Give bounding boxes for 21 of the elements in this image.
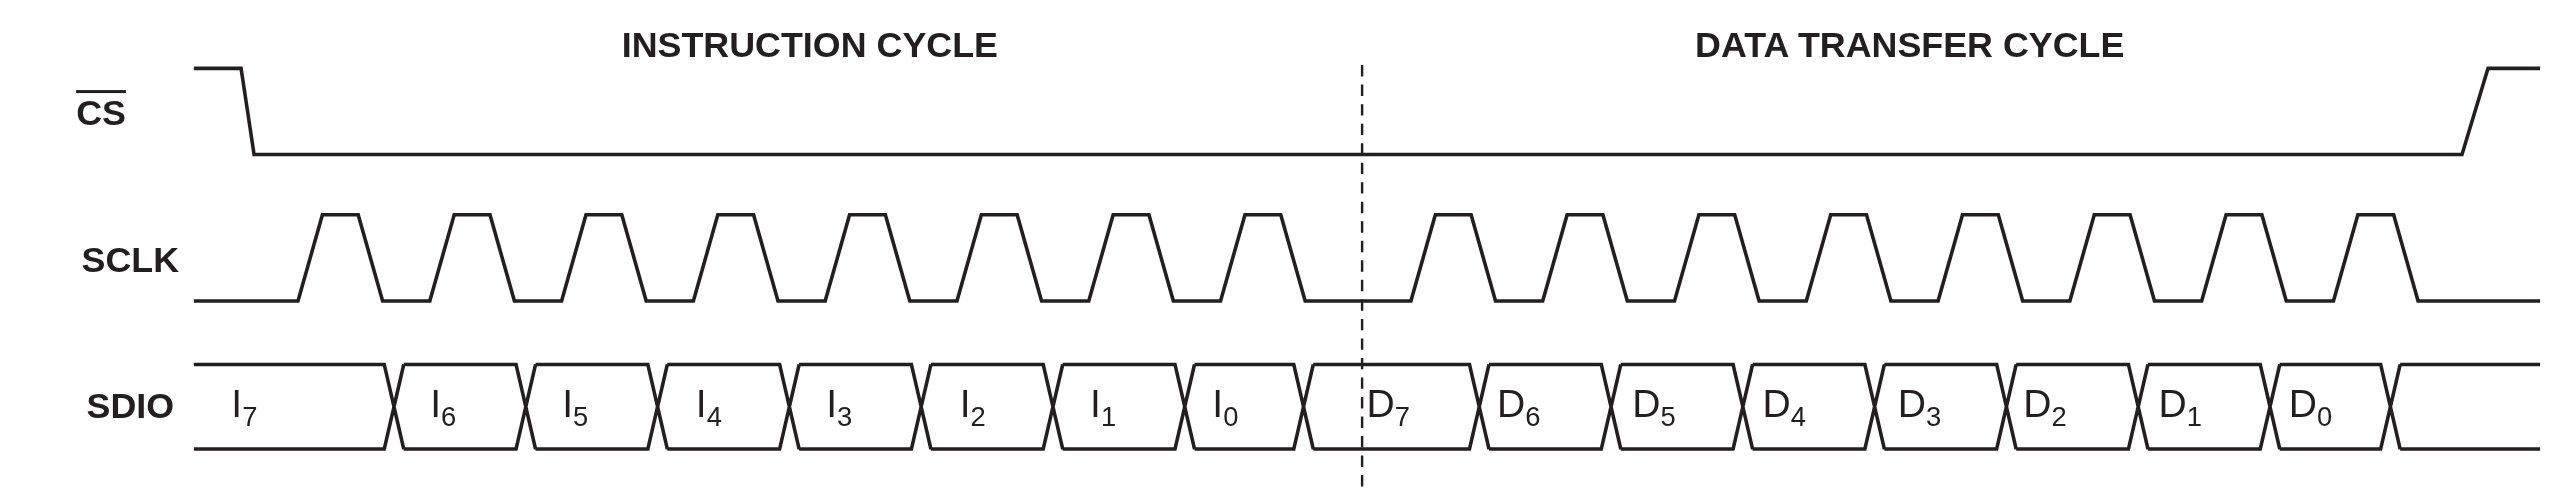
bit-label: D$_{1}$ [2158,383,2202,431]
bit-label: D$_{0}$ [2288,383,2333,431]
signal-label: CS [76,96,126,132]
cycle-label: DATA TRANSFER CYCLE [1695,27,2125,64]
bit-label: D$_{5}$ [1632,383,1676,431]
bit-label: D$_{3}$ [1897,383,1942,431]
bit-label: D$_{6}$ [1496,383,1541,431]
bit-label: I$_{0}$ [1212,383,1239,431]
bit-label: I$_{3}$ [826,383,853,431]
cycle-label: INSTRUCTION CYCLE [621,27,998,64]
bit-label: D$_{4}$ [1762,383,1806,431]
bit-label: I$_{4}$ [695,383,722,431]
bit-label: I$_{1}$ [1090,383,1117,431]
signal-label: SCLK [81,242,180,279]
bit-label: I$_{6}$ [430,383,457,431]
bit-label: I$_{7}$ [231,383,258,431]
bit-label: D$_{7}$ [1366,383,1410,431]
signal-label: SDIO [86,389,175,426]
bit-label: I$_{5}$ [562,383,589,431]
bit-label: I$_{2}$ [959,383,986,431]
bit-label: D$_{2}$ [2023,383,2067,431]
